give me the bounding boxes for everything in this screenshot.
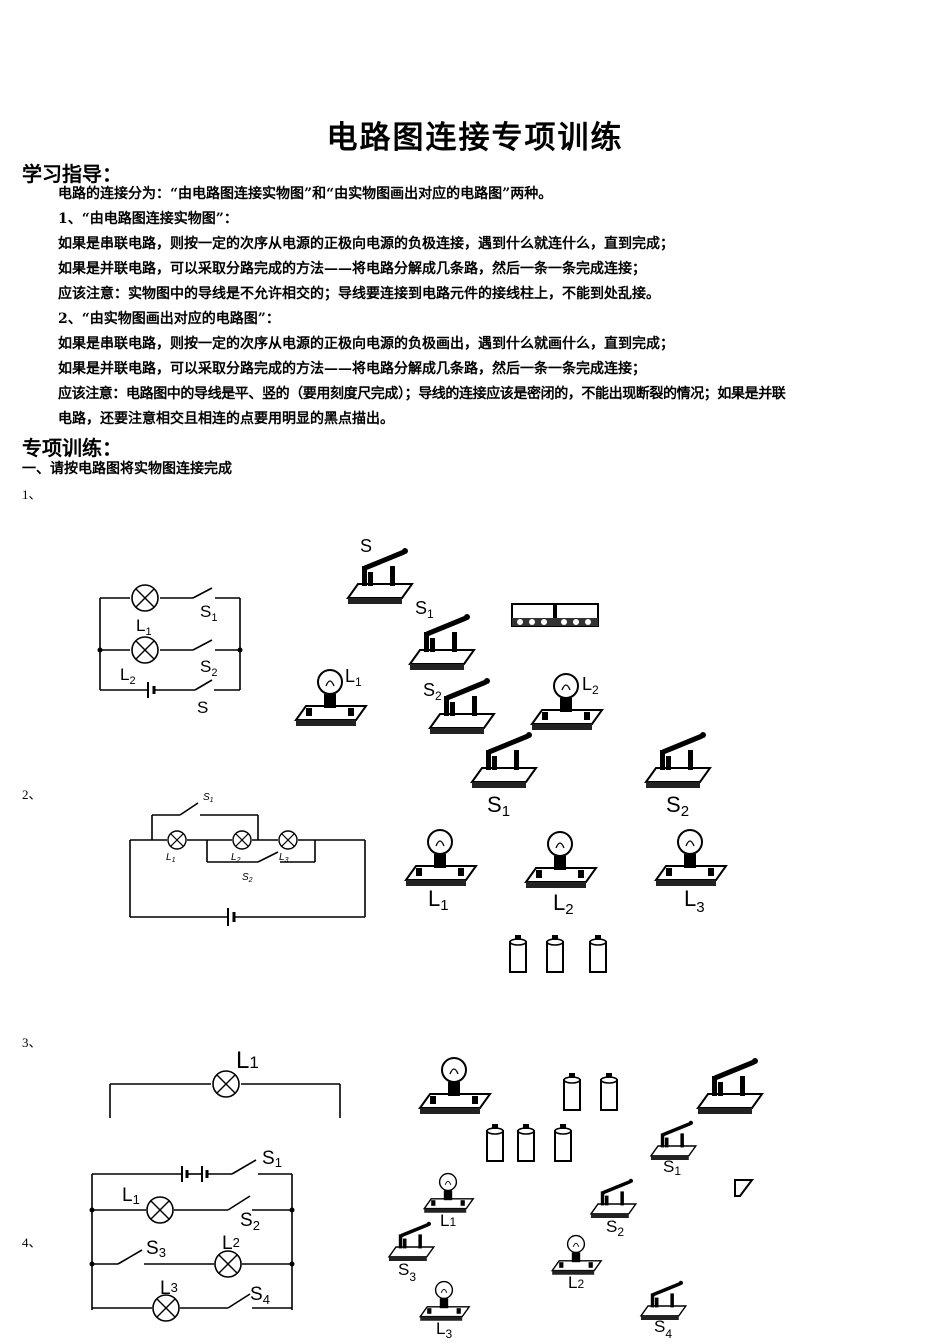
question-number: 3、 bbox=[22, 1035, 42, 1050]
label-s2: S2 bbox=[423, 680, 442, 703]
knife-switch bbox=[698, 1058, 762, 1114]
label-s4: S4 bbox=[654, 1317, 672, 1341]
guide-line: 1、“由电路图连接实物图”： bbox=[58, 211, 238, 227]
bulb-board-l1 bbox=[423, 1172, 474, 1214]
knife-switch-s3 bbox=[387, 1220, 436, 1263]
lamp-l1-symbol bbox=[131, 584, 159, 612]
guide-line: 如果是并联电路，可以采取分路完成的方法——将电路分解成几条路，然后一条一条完成连… bbox=[58, 261, 646, 277]
label-s1: S1 bbox=[663, 1157, 681, 1178]
battery-cell bbox=[509, 934, 527, 973]
label-l1: L1 bbox=[136, 616, 152, 638]
knife-switch-s1 bbox=[410, 614, 474, 670]
bulb-board-l2 bbox=[551, 1234, 602, 1276]
label-s1: S1 bbox=[200, 602, 217, 624]
lamp-l1-symbol bbox=[212, 1070, 240, 1098]
label-l2: L2 bbox=[582, 674, 599, 697]
label-s1: S1 bbox=[262, 1148, 282, 1170]
label-l1: L1 bbox=[236, 1047, 259, 1074]
page-title: 电路图连接专项训练 bbox=[326, 120, 624, 156]
battery-cell bbox=[563, 1072, 581, 1111]
label-s2: S2 bbox=[666, 792, 689, 820]
label-l1: L1 bbox=[428, 886, 449, 914]
lamp-l2-symbol bbox=[232, 830, 252, 850]
label-l2: L2 bbox=[553, 890, 574, 918]
label-s: S bbox=[360, 536, 372, 556]
label-s1: S1 bbox=[487, 792, 510, 820]
guide-line: 应该注意：电路图中的导线是平、竖的（要用刻度尺完成）；导线的连接应该是密闭的，不… bbox=[58, 386, 786, 402]
q4-circuit-diagram bbox=[91, 1159, 293, 1310]
label-l1: L1 bbox=[122, 1185, 140, 1207]
bulb-board-l3 bbox=[655, 829, 727, 887]
guide-line: 应该注意：实物图中的导线是不允许相交的；导线要连接到电路元件的接线柱上，不能到处… bbox=[58, 286, 660, 302]
lamp-l2-symbol bbox=[131, 636, 159, 664]
label-s2: S2 bbox=[240, 1210, 260, 1233]
question-number: 1、 bbox=[22, 487, 42, 502]
label-l3: L3 bbox=[436, 1319, 452, 1341]
label-l3: L3 bbox=[684, 886, 705, 916]
label-s2: S2 bbox=[200, 657, 217, 679]
bulb-board-l2 bbox=[525, 831, 597, 889]
guide-heading: 学习指导： bbox=[22, 162, 122, 186]
battery-cell bbox=[600, 1072, 618, 1111]
label-s2: S2 bbox=[606, 1217, 624, 1239]
guide-line: 如果是并联电路，可以采取分路完成的方法——将电路分解成几条路，然后一条一条完成连… bbox=[58, 361, 646, 377]
battery-cell bbox=[517, 1123, 535, 1162]
question-number: 4、 bbox=[22, 1235, 42, 1250]
bulb-board-l1 bbox=[405, 829, 477, 887]
label-s3: S3 bbox=[398, 1260, 416, 1284]
guide-line: 2、“由实物图画出对应的电路图”： bbox=[58, 311, 280, 327]
practice-heading: 专项训练： bbox=[22, 436, 122, 460]
label-l3: L3 bbox=[279, 852, 289, 864]
battery-cell bbox=[589, 934, 607, 973]
label-l1: L1 bbox=[166, 852, 176, 864]
knife-switch-s1 bbox=[649, 1119, 698, 1162]
question-number: 2、 bbox=[22, 787, 42, 802]
knife-switch-s2 bbox=[430, 678, 494, 734]
label-l3: L3 bbox=[160, 1278, 178, 1299]
label-s1: S1 bbox=[415, 598, 434, 621]
label-l2: L2 bbox=[568, 1273, 584, 1292]
guide-line: 如果是串联电路，则按一定的次序从电源的正极向电源的负极画出，遇到什么就画什么，直… bbox=[58, 336, 674, 352]
battery-pack bbox=[511, 603, 599, 627]
battery-cell bbox=[486, 1123, 504, 1162]
lamp-l1-symbol bbox=[167, 830, 187, 850]
battery-cell bbox=[554, 1123, 572, 1162]
section-heading: 一、请按电路图将实物图连接完成 bbox=[22, 461, 232, 477]
label-s3: S3 bbox=[146, 1238, 166, 1260]
bulb-board bbox=[419, 1057, 491, 1115]
battery-cell bbox=[546, 934, 564, 973]
label-s4: S4 bbox=[250, 1284, 270, 1307]
q2-circuit-diagram bbox=[129, 802, 366, 926]
q1-circuit-diagram bbox=[99, 587, 241, 698]
knife-switch-s2 bbox=[646, 732, 710, 788]
knife-switch-s bbox=[348, 548, 412, 604]
guide-line: 如果是串联电路，则按一定的次序从电源的正极向电源的负极连接，遇到什么就连什么，直… bbox=[58, 236, 674, 252]
label-l2: L2 bbox=[231, 852, 241, 864]
label-s1: S1 bbox=[203, 792, 214, 804]
label-l2: L2 bbox=[120, 665, 136, 687]
knife-switch-s2 bbox=[589, 1177, 638, 1220]
label-s2: S2 bbox=[242, 872, 253, 884]
partial-switch-fragment bbox=[734, 1179, 754, 1197]
lamp-l2-symbol bbox=[214, 1250, 242, 1278]
knife-switch-s1 bbox=[472, 732, 536, 788]
label-l1: L1 bbox=[345, 666, 362, 689]
q3-circuit-diagram bbox=[109, 1083, 341, 1118]
label-s: S bbox=[197, 698, 208, 717]
guide-line: 电路的连接分为：“由电路图连接实物图”和“由实物图画出对应的电路图”两种。 bbox=[58, 186, 553, 202]
label-l2: L2 bbox=[222, 1233, 240, 1254]
guide-line: 电路，还要注意相交且相连的点要用明显的黑点描出。 bbox=[58, 411, 394, 427]
lamp-l1-symbol bbox=[146, 1196, 174, 1224]
label-l1: L1 bbox=[440, 1211, 456, 1230]
lamp-l3-symbol bbox=[278, 830, 298, 850]
knife-switch-s4 bbox=[639, 1279, 688, 1322]
bulb-board-l3 bbox=[419, 1280, 470, 1322]
